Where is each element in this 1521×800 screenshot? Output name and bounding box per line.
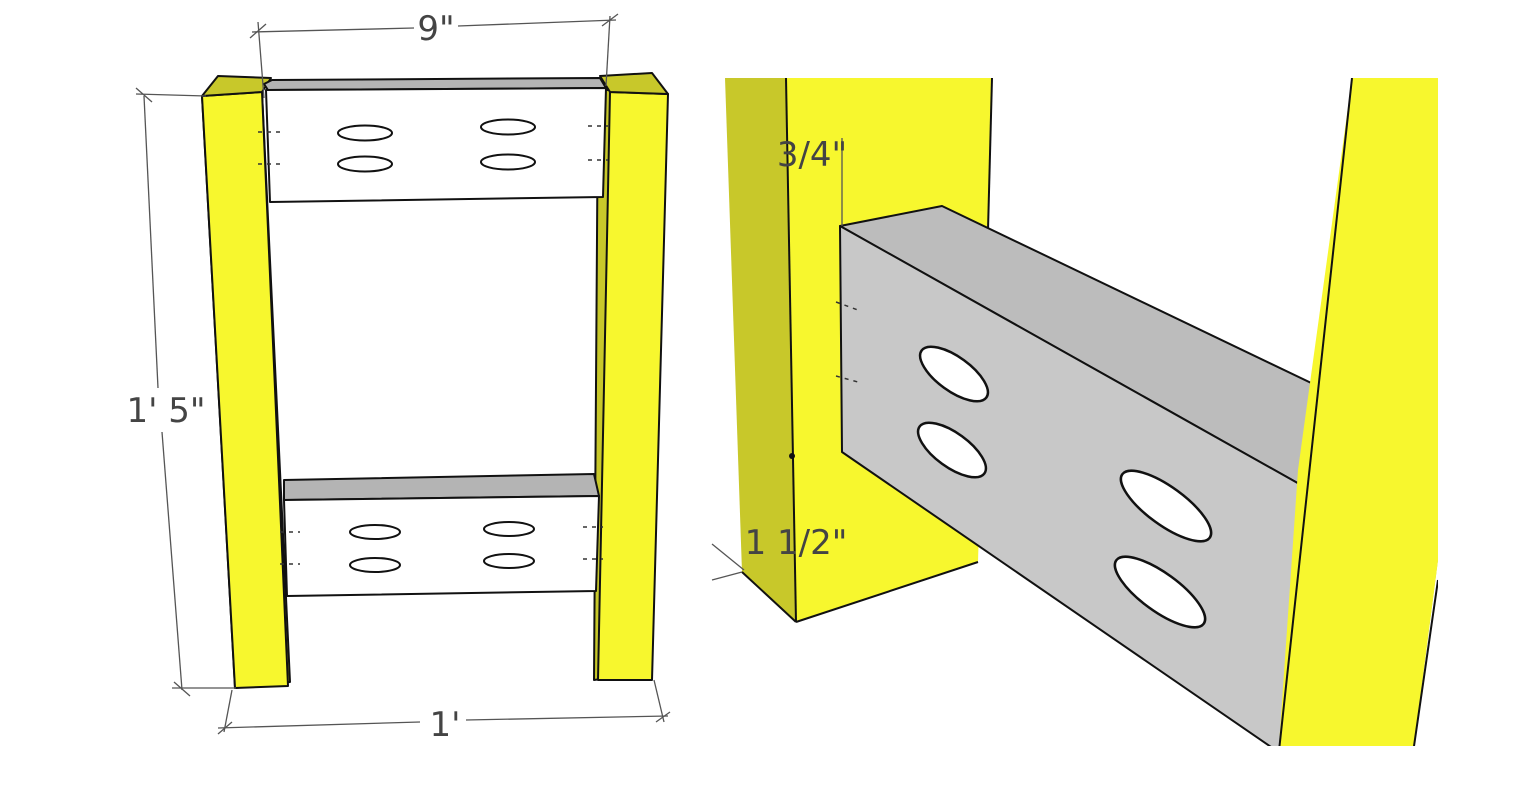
dimension-height: 1' 5" [126,87,236,697]
left-leg-top [201,75,272,97]
detail-left-leg-side [725,78,796,622]
detail-right-leg-front [1278,78,1438,746]
dimension-label-rail-thickness: 3/4" [777,135,847,175]
pocket-hole [916,421,988,479]
detail-rail [835,205,1331,746]
top-rail-front-face [265,87,607,203]
dimension-top-width: 9" [249,9,619,99]
joint-detail-view: 3/4" 1 1/2" [711,78,1438,746]
pocket-hole [349,524,401,540]
pocket-hole [480,118,536,136]
detail-dimension-width: 1 1/2" [711,523,848,581]
top-rail [258,77,608,203]
bottom-rail-front-face [283,495,600,597]
dimension-label-bottom-width: 1' [430,705,461,745]
pocket-hole [1119,469,1213,543]
pocket-hole [349,557,401,573]
pocket-hole [483,553,535,569]
right-leg-top [599,72,669,95]
dimension-label-height: 1' 5" [126,391,205,431]
right-leg [593,72,669,681]
dimension-bottom-width: 1' [217,679,671,745]
pocket-hole [337,124,393,142]
pocket-hole [1113,555,1207,629]
left-leg [201,75,291,689]
assembled-frame-view: 9" 1' 5" 1' [126,9,671,745]
dimension-label-top-width: 9" [417,9,454,49]
pocket-hole [483,521,535,537]
bottom-rail [280,473,603,597]
right-leg-front [597,91,669,681]
detail-right-leg [1278,78,1438,746]
pocket-hole [918,345,990,403]
dimension-label-leg-width: 1 1/2" [745,523,848,563]
pocket-hole [480,153,536,171]
pocket-hole [337,155,393,173]
detail-dimension-thickness: 3/4" [777,135,847,459]
